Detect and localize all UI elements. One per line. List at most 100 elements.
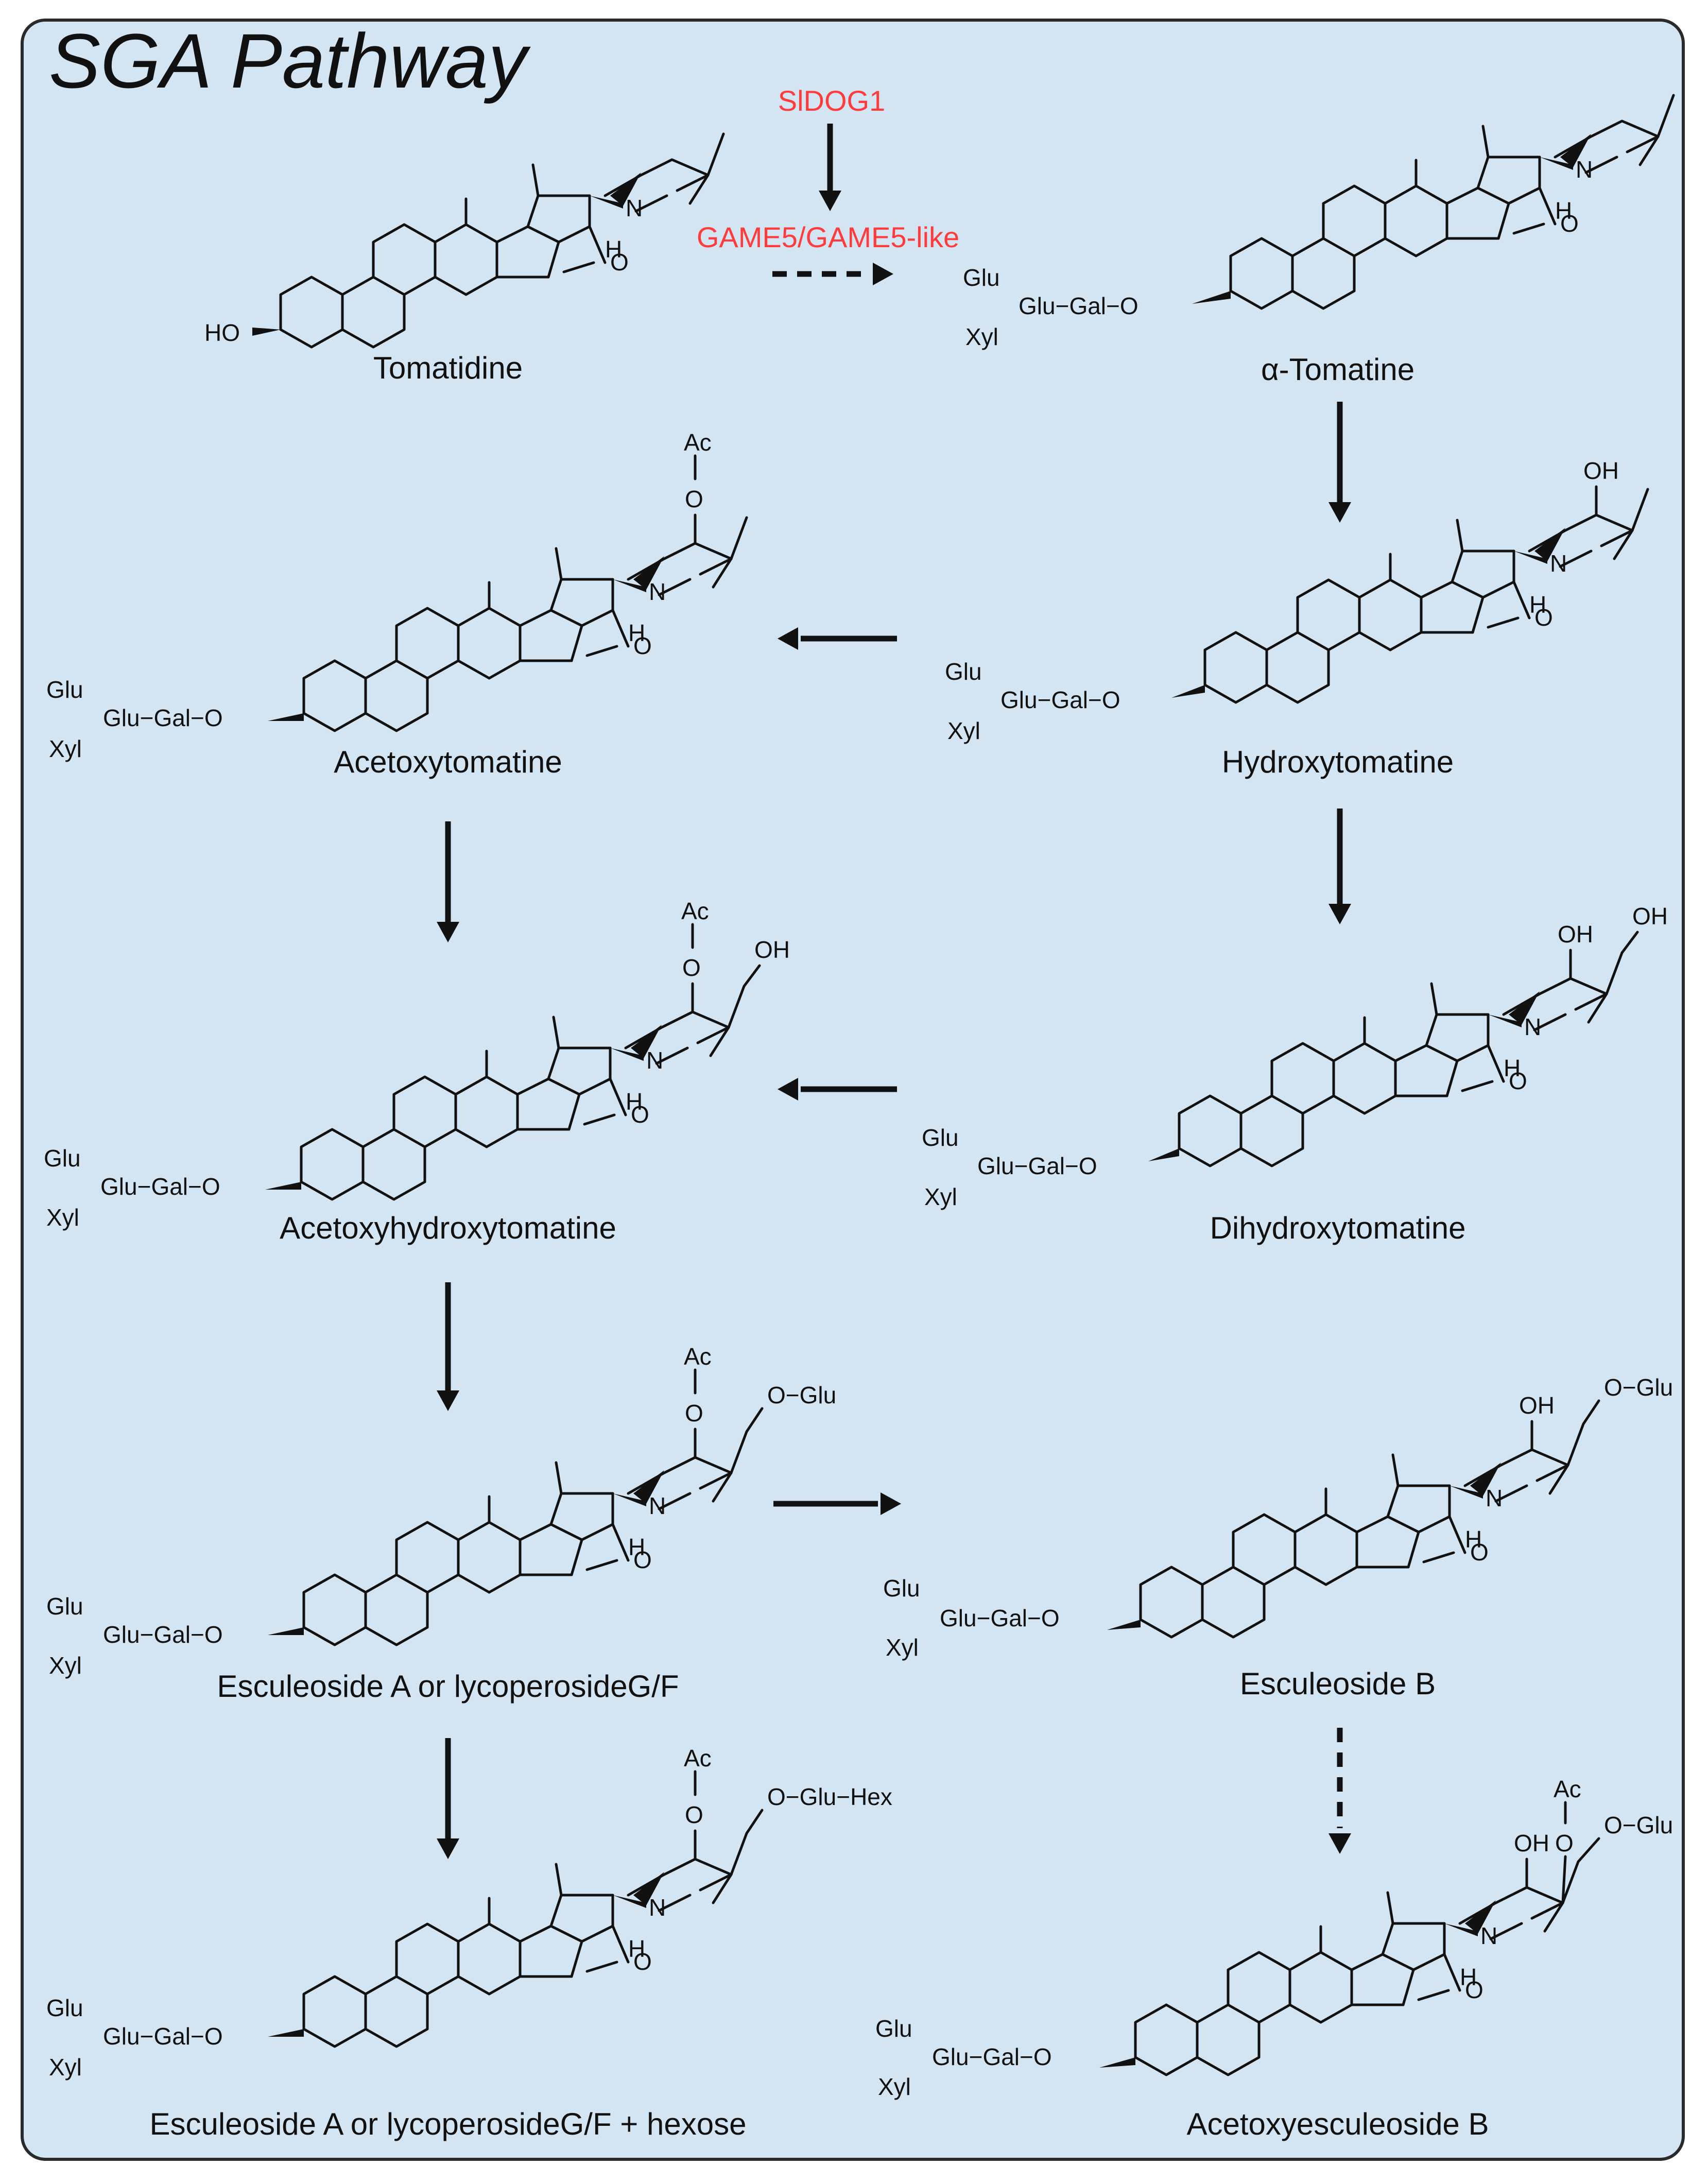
dihydroxytomatine-name: Dihydroxytomatine xyxy=(1210,1211,1466,1245)
page-title: SGA Pathway xyxy=(49,18,531,104)
ester-oxygen-label: O xyxy=(685,486,703,512)
arrow-esculeoside-a-to-b xyxy=(773,1492,901,1515)
tomatidine-name: Tomatidine xyxy=(373,351,523,385)
nh-hydrogen-label: H xyxy=(1555,197,1572,224)
glu-branch-label: Glu xyxy=(963,264,1000,291)
alpha-tomatine-sugar-chain: Glu Glu−Gal−O Xyl xyxy=(963,264,1231,350)
acetyl-label: Ac xyxy=(681,898,709,924)
xyl-branch-label: Xyl xyxy=(965,323,998,350)
nh-hydrogen-label: H xyxy=(628,620,645,646)
xyl-branch-label: Xyl xyxy=(49,735,82,762)
xyl-branch-label: Xyl xyxy=(947,717,980,744)
acetoxytomatine-sugar-chain: Glu Glu−Gal−O Xyl xyxy=(46,676,304,762)
arrow-hydroxy-to-acetoxy xyxy=(778,627,897,650)
glu-branch-label: Glu xyxy=(945,658,982,685)
sugar-core-label: Glu−Gal−O xyxy=(940,1605,1060,1631)
hydroxyl-right-label: OH xyxy=(1632,903,1668,930)
acetoxytomatine-name: Acetoxytomatine xyxy=(334,745,562,779)
ester-oxygen-label: O xyxy=(1555,1830,1574,1857)
glu-branch-label: Glu xyxy=(883,1575,920,1602)
sugar-core-label: Glu−Gal−O xyxy=(1000,686,1120,713)
glucosyloxy-label: O−Glu xyxy=(767,1382,836,1408)
esculeoside-a-sugar-chain: Glu Glu−Gal−O Xyl xyxy=(46,1593,304,1679)
glucosyloxy-label: O−Glu xyxy=(1604,1812,1673,1838)
acetyl-label: Ac xyxy=(684,1745,712,1772)
acetyl-label: Ac xyxy=(684,429,712,456)
hydroxytomatine-name: Hydroxytomatine xyxy=(1222,745,1454,779)
nh-hydrogen-label: H xyxy=(1504,1055,1521,1081)
dihydroxytomatine-sugar-chain: Glu Glu−Gal−O Xyl xyxy=(922,1124,1179,1210)
nh-hydrogen-label: H xyxy=(1529,591,1546,618)
sldog1-enzyme-label: SlDOG1 xyxy=(778,84,886,117)
alpha-tomatine-structure: H xyxy=(1231,95,1674,308)
esculeoside-b-sugar-chain: Glu Glu−Gal−O Xyl xyxy=(883,1575,1141,1661)
glucosyloxy-label: O−Glu xyxy=(1604,1374,1673,1401)
acetoxyhydroxytomatine-structure: O Ac OH H xyxy=(301,898,790,1199)
alpha-tomatine-name: α-Tomatine xyxy=(1261,352,1414,387)
glu-branch-label: Glu xyxy=(922,1124,959,1151)
esculeoside-a-name: Esculeoside A or lycoperosideG/F xyxy=(217,1669,679,1704)
sugar-core-label: Glu−Gal−O xyxy=(103,704,223,731)
arrow-acetoxyhydroxy-to-esculeoside-a xyxy=(437,1282,459,1411)
xyl-branch-label: Xyl xyxy=(878,2073,911,2100)
arrow-tomatine-to-hydroxytomatine xyxy=(1329,402,1351,523)
hydroxyl-top-label: OH xyxy=(1558,921,1593,948)
glu-branch-label: Glu xyxy=(44,1145,81,1172)
sugar-core-label: Glu−Gal−O xyxy=(100,1173,220,1200)
arrow-hydroxy-to-dihydroxy xyxy=(1329,809,1351,924)
dihydroxytomatine-structure: OH OH H xyxy=(1179,903,1668,1166)
ester-oxygen-label: O xyxy=(685,1400,703,1426)
esculeoside-a-hexose-name: Esculeoside A or lycoperosideG/F + hexos… xyxy=(150,2107,747,2141)
game5-enzyme-label: GAME5/GAME5-like xyxy=(697,221,959,253)
acetoxytomatine-structure: O Ac H xyxy=(304,429,747,731)
sugar-core-label: Glu−Gal−O xyxy=(1019,293,1138,319)
ester-oxygen-label: O xyxy=(682,954,701,981)
nh-hydrogen-label: H xyxy=(628,1935,645,1962)
acetoxyhydroxytomatine-sugar-chain: Glu Glu−Gal−O Xyl xyxy=(44,1145,301,1231)
esculeoside-b-name: Esculeoside B xyxy=(1240,1666,1436,1701)
hydroxyl-right-label: OH xyxy=(754,936,790,963)
arrow-esculeoside-b-to-acetoxy-dashed xyxy=(1329,1728,1351,1854)
hydroxyl-label: HO xyxy=(204,319,240,346)
esculeoside-b-structure: OH O−Glu H xyxy=(1141,1374,1673,1637)
nh-hydrogen-label: H xyxy=(605,236,622,263)
tomatidine-structure: HO H xyxy=(204,134,723,347)
arrow-dihydroxy-to-acetoxyhydroxy xyxy=(778,1078,897,1101)
xyl-branch-label: Xyl xyxy=(924,1183,957,1210)
glu-branch-label: Glu xyxy=(46,676,83,703)
nh-hydrogen-label: H xyxy=(626,1088,643,1115)
hydroxytomatine-sugar-chain: Glu Glu−Gal−O Xyl xyxy=(945,658,1205,744)
glucosyl-hexose-label: O−Glu−Hex xyxy=(767,1783,892,1810)
sugar-core-label: Glu−Gal−O xyxy=(103,2023,223,2050)
esculeoside-a-structure: O Ac O−Glu H xyxy=(304,1343,836,1645)
hydroxyl-top-label: OH xyxy=(1514,1830,1549,1857)
glu-branch-label: Glu xyxy=(46,1995,83,2021)
acetoxyhydroxytomatine-name: Acetoxyhydroxytomatine xyxy=(280,1211,616,1245)
sugar-core-label: Glu−Gal−O xyxy=(103,1621,223,1648)
hydroxytomatine-structure: OH H xyxy=(1205,457,1648,702)
esculeoside-a-hexose-sugar-chain: Glu Glu−Gal−O Xyl xyxy=(46,1995,304,2081)
arrow-esculeoside-a-to-hexose xyxy=(437,1738,459,1859)
xyl-branch-label: Xyl xyxy=(49,2054,82,2081)
acetyl-label: Ac xyxy=(684,1343,712,1370)
arrow-acetoxy-to-acetoxyhydroxy xyxy=(437,821,459,942)
nh-hydrogen-label: H xyxy=(1465,1526,1482,1553)
acetyl-label: Ac xyxy=(1554,1776,1581,1802)
acetoxyesculeoside-b-name: Acetoxyesculeoside B xyxy=(1187,2107,1489,2141)
esculeoside-a-hexose-structure: O Ac O−Glu−Hex H xyxy=(304,1745,892,2047)
sugar-core-label: Glu−Gal−O xyxy=(932,2043,1052,2070)
hydroxyl-top-label: OH xyxy=(1519,1392,1555,1419)
xyl-branch-label: Xyl xyxy=(46,1204,79,1231)
ester-oxygen-label: O xyxy=(685,1801,703,1828)
sugar-core-label: Glu−Gal−O xyxy=(977,1153,1097,1179)
arrow-tomatidine-to-tomatine xyxy=(772,263,893,285)
nh-hydrogen-label: H xyxy=(628,1534,645,1560)
xyl-branch-label: Xyl xyxy=(886,1634,919,1661)
acetoxyesculeoside-b-sugar-chain: Glu Glu−Gal−O Xyl xyxy=(875,2015,1135,2100)
glu-branch-label: Glu xyxy=(875,2015,912,2042)
nh-hydrogen-label: H xyxy=(1460,1964,1477,1990)
acetoxyesculeoside-b-structure: OH O Ac O−Glu H xyxy=(1135,1776,1673,2075)
arrow-sldog1-down xyxy=(819,124,841,211)
hydroxyl-top-label: OH xyxy=(1583,457,1619,484)
